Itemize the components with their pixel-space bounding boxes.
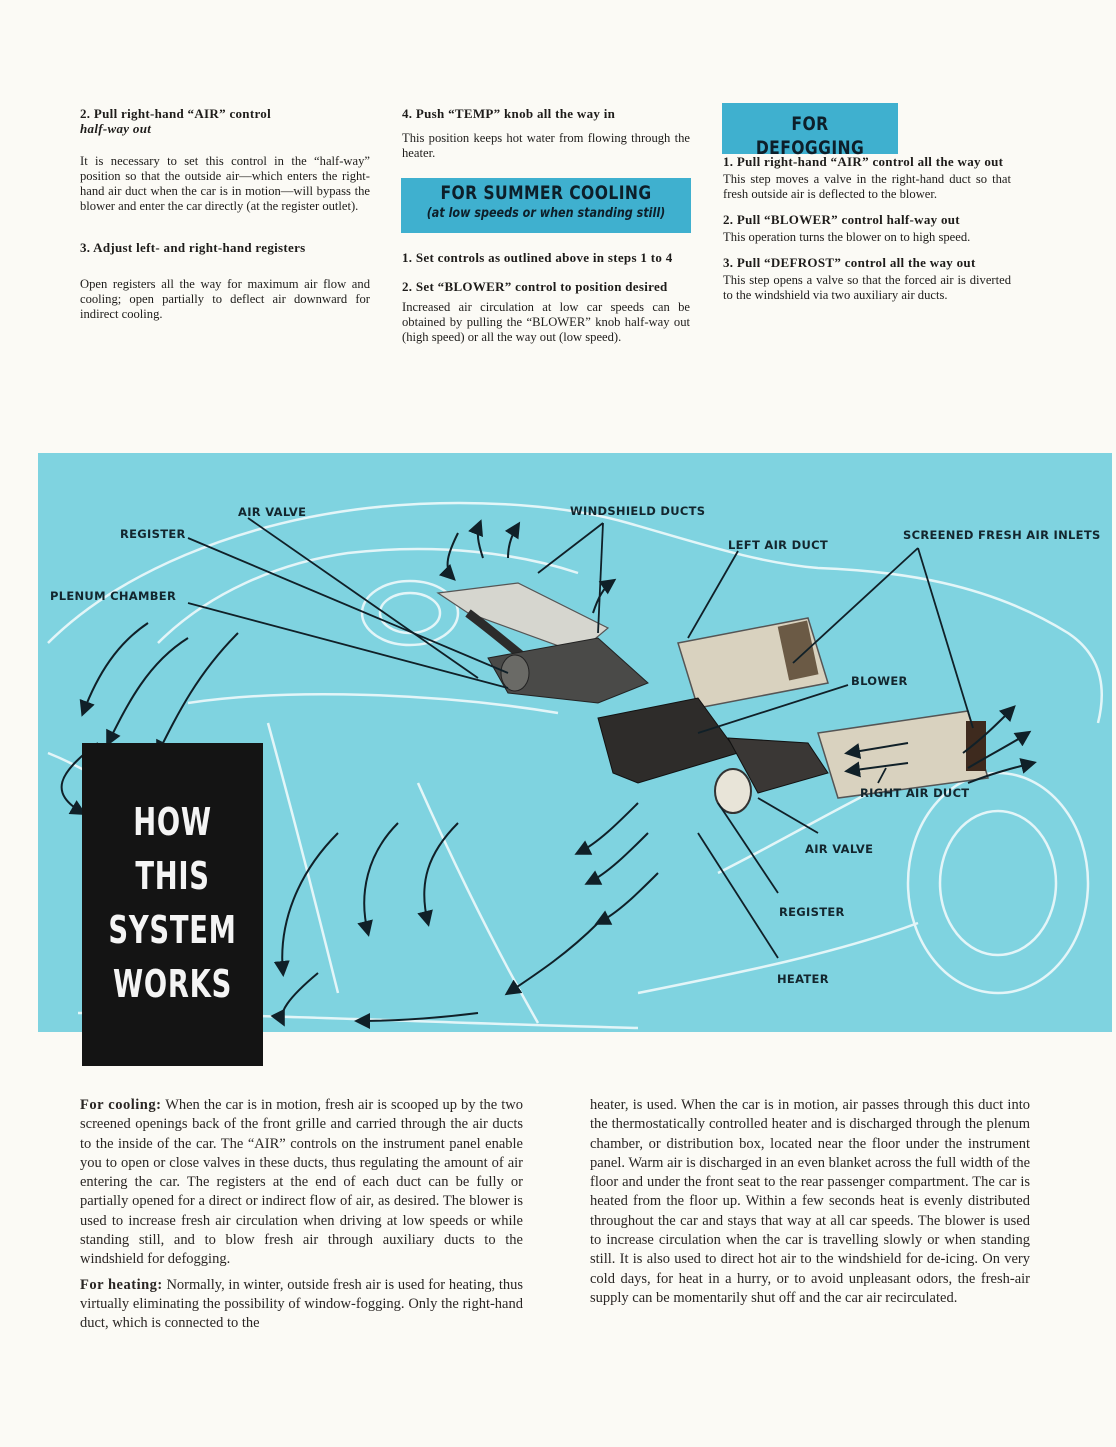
defog-step2-heading: 2. Pull “BLOWER” control half-way out bbox=[723, 212, 960, 227]
summer-step2-heading: 2. Set “BLOWER” control to position desi… bbox=[402, 279, 668, 294]
instructions-column-2-lower: 1. Set controls as outlined above in ste… bbox=[402, 250, 690, 345]
title-line-2: THIS bbox=[135, 854, 210, 898]
summer-cooling-title: FOR SUMMER COOLING bbox=[440, 182, 652, 204]
body-column-left: For cooling: When the car is in motion, … bbox=[80, 1096, 523, 1334]
heating-lead: For heating: bbox=[80, 1276, 163, 1293]
instructions-column-2: 4. Push “TEMP” knob all the way in This … bbox=[402, 106, 690, 161]
defogging-title: FOR DEFOGGING bbox=[755, 113, 865, 159]
label-air-valve-bottom: AIR VALVE bbox=[805, 842, 874, 856]
heating-text: Normally, in winter, outside fresh air i… bbox=[80, 1276, 524, 1332]
how-this-system-works-title: HOW THIS SYSTEM WORKS bbox=[82, 743, 263, 1066]
left-air-duct bbox=[677, 617, 829, 709]
label-windshield-ducts: WINDSHIELD DUCTS bbox=[570, 504, 706, 518]
defog-step2-body: This operation turns the blower on to hi… bbox=[723, 230, 971, 244]
label-register-top: REGISTER bbox=[120, 527, 186, 541]
label-right-air-duct: RIGHT AIR DUCT bbox=[860, 786, 970, 800]
instructions-column-1: 2. Pull right-hand “AIR” control half-wa… bbox=[80, 106, 370, 322]
body-column-right: heater, is used. When the car is in moti… bbox=[590, 1096, 1030, 1308]
right-air-duct bbox=[817, 710, 989, 799]
label-air-valve-top: AIR VALVE bbox=[238, 505, 307, 519]
heating-paragraph: For heating: Normally, in winter, outsid… bbox=[80, 1276, 523, 1334]
summer-cooling-subtitle: (at low speeds or when standing still) bbox=[426, 206, 666, 221]
step2-heading: 2. Pull right-hand “AIR” control bbox=[80, 106, 272, 121]
step4-heading: 4. Push “TEMP” knob all the way in bbox=[402, 106, 616, 121]
summer-step2-body: Increased air circulation at low car spe… bbox=[402, 300, 690, 344]
step2-subheading: half-way out bbox=[80, 121, 152, 136]
title-line-1: HOW bbox=[133, 800, 212, 844]
step3-heading: 3. Adjust left- and right-hand registers bbox=[80, 240, 306, 255]
label-blower: BLOWER bbox=[851, 674, 908, 688]
label-heater: HEATER bbox=[777, 972, 829, 986]
airflow-arrows bbox=[60, 519, 1037, 1029]
leader-lines bbox=[187, 517, 974, 959]
summer-cooling-banner: FOR SUMMER COOLING (at low speeds or whe… bbox=[401, 178, 691, 233]
label-plenum-chamber: PLENUM CHAMBER bbox=[50, 589, 177, 603]
cooling-text: When the car is in motion, fresh air is … bbox=[80, 1097, 523, 1268]
instructions-column-3: 1. Pull right-hand “AIR” control all the… bbox=[723, 154, 1011, 303]
car-cutaway-drawing bbox=[47, 501, 1103, 1030]
heating-continued-paragraph: heater, is used. When the car is in moti… bbox=[590, 1097, 1031, 1306]
title-line-3: SYSTEM bbox=[108, 908, 237, 952]
defog-step1-body: This step moves a valve in the right-han… bbox=[723, 172, 1011, 201]
defog-step3-body: This step opens a valve so that the forc… bbox=[723, 273, 1011, 302]
cooling-paragraph: For cooling: When the car is in motion, … bbox=[80, 1096, 523, 1270]
step3-body: Open registers all the way for maximum a… bbox=[80, 277, 370, 321]
step2-body: It is necessary to set this control in t… bbox=[80, 154, 370, 213]
label-left-air-duct: LEFT AIR DUCT bbox=[728, 538, 828, 552]
defogging-banner: FOR DEFOGGING bbox=[722, 103, 898, 159]
heater-assembly bbox=[487, 637, 829, 814]
summer-step1-heading: 1. Set controls as outlined above in ste… bbox=[402, 250, 673, 265]
defog-step3-heading: 3. Pull “DEFROST” control all the way ou… bbox=[723, 255, 976, 270]
title-line-4: WORKS bbox=[112, 962, 233, 1006]
label-register-bottom: REGISTER bbox=[779, 905, 845, 919]
label-screened-fresh-air-inlets: SCREENED FRESH AIR INLETS bbox=[903, 528, 1101, 542]
step4-body: This position keeps hot water from flowi… bbox=[402, 131, 690, 160]
defog-step1-heading: 1. Pull right-hand “AIR” control all the… bbox=[723, 154, 1004, 169]
cooling-lead: For cooling: bbox=[80, 1097, 162, 1113]
